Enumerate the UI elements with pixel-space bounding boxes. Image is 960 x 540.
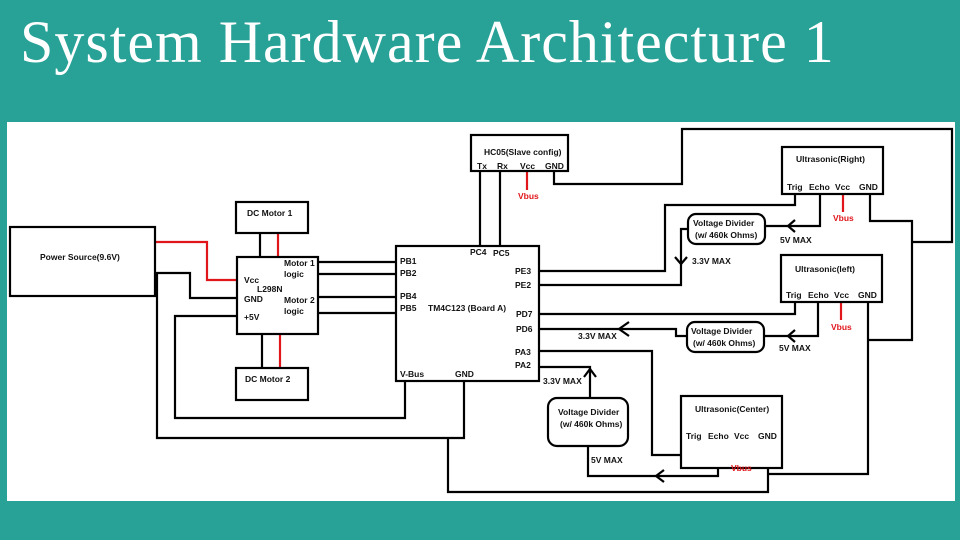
svg-text:logic: logic xyxy=(284,306,304,316)
svg-text:GND: GND xyxy=(858,290,877,300)
svg-text:Vcc: Vcc xyxy=(520,161,535,171)
svg-text:PA2: PA2 xyxy=(515,360,531,370)
svg-text:DC Motor 2: DC Motor 2 xyxy=(245,374,291,384)
svg-text:Ultrasonic(Center): Ultrasonic(Center) xyxy=(695,404,769,414)
svg-text:PB2: PB2 xyxy=(400,268,417,278)
svg-text:Motor 2: Motor 2 xyxy=(284,295,315,305)
svg-text:Echo: Echo xyxy=(808,290,829,300)
left-trig-wire xyxy=(539,302,797,316)
voltage-label: 5V MAX xyxy=(591,455,623,465)
svg-text:logic: logic xyxy=(284,269,304,279)
right-gnd-wire xyxy=(868,194,914,342)
hc05-gnd-wire xyxy=(552,127,954,244)
voltage-divider-left: Voltage Divider (w/ 460k Ohms) xyxy=(685,320,766,354)
vbus-wire xyxy=(173,314,407,420)
arrow-icon xyxy=(786,329,796,343)
slide-title: System Hardware Architecture 1 xyxy=(20,9,835,75)
svg-text:Trig: Trig xyxy=(786,290,802,300)
tm4c123-board: PB1 PB2 PB4 PB5 PC4 PC5 PE3 PE2 PD7 PD6 … xyxy=(394,244,541,383)
power-gnd-wire xyxy=(155,271,237,300)
ground-bus-wire xyxy=(155,273,466,440)
svg-text:(w/ 460k Ohms): (w/ 460k Ohms) xyxy=(693,338,756,348)
svg-text:PB4: PB4 xyxy=(400,291,417,301)
power-source: Power Source(9.6V) xyxy=(8,225,157,298)
svg-text:Vcc: Vcc xyxy=(734,431,749,441)
voltage-label: 3.3V MAX xyxy=(692,256,731,266)
arrow-icon xyxy=(583,367,597,378)
left-gnd-wire xyxy=(768,302,870,476)
svg-text:Vbus: Vbus xyxy=(518,191,539,201)
dc-motor-2: DC Motor 2 xyxy=(234,366,310,402)
l298n-driver: Motor 1 logic Vcc L298N GND Motor 2 logi… xyxy=(235,255,320,336)
svg-text:GND: GND xyxy=(859,182,878,192)
voltage-label: 3.3V MAX xyxy=(578,331,617,341)
ultrasonic-left: Ultrasonic(left) Trig Echo Vcc GND Vbus xyxy=(779,253,884,332)
pe2-wire xyxy=(539,227,688,287)
voltage-label: 3.3V MAX xyxy=(543,376,582,386)
svg-text:(w/ 460k Ohms): (w/ 460k Ohms) xyxy=(560,419,623,429)
right-echo-wire xyxy=(765,194,822,228)
right-trig-wire xyxy=(539,194,797,273)
svg-text:Vbus: Vbus xyxy=(831,322,852,332)
arrow-icon xyxy=(617,321,630,337)
svg-text:HC05(Slave config): HC05(Slave config) xyxy=(484,147,562,157)
voltage-label: 5V MAX xyxy=(780,235,812,245)
svg-text:Power Source(9.6V): Power Source(9.6V) xyxy=(40,252,120,262)
pd6-wire xyxy=(539,327,687,338)
svg-text:Vcc: Vcc xyxy=(244,275,259,285)
svg-text:Vcc: Vcc xyxy=(835,182,850,192)
svg-text:L298N: L298N xyxy=(257,284,283,294)
svg-text:V-Bus: V-Bus xyxy=(400,369,424,379)
svg-text:Ultrasonic(left): Ultrasonic(left) xyxy=(795,264,855,274)
svg-text:PC4: PC4 xyxy=(470,247,487,257)
wires xyxy=(155,127,954,494)
left-echo-wire xyxy=(764,302,820,338)
svg-text:PD7: PD7 xyxy=(516,309,533,319)
svg-text:Vcc: Vcc xyxy=(834,290,849,300)
svg-text:Ultrasonic(Right): Ultrasonic(Right) xyxy=(796,154,865,164)
svg-text:PC5: PC5 xyxy=(493,248,510,258)
svg-text:PD6: PD6 xyxy=(516,324,533,334)
svg-text:GND: GND xyxy=(455,369,474,379)
svg-text:TM4C123 (Board A): TM4C123 (Board A) xyxy=(428,303,506,313)
svg-text:PB5: PB5 xyxy=(400,303,417,313)
svg-text:Vbus: Vbus xyxy=(731,463,752,473)
svg-text:Echo: Echo xyxy=(708,431,729,441)
svg-text:Tx: Tx xyxy=(477,161,487,171)
svg-text:GND: GND xyxy=(545,161,564,171)
svg-text:+5V: +5V xyxy=(244,312,260,322)
svg-text:Voltage Divider: Voltage Divider xyxy=(691,326,753,336)
svg-text:DC Motor 1: DC Motor 1 xyxy=(247,208,293,218)
arrow-icon xyxy=(654,469,665,483)
svg-text:Voltage Divider: Voltage Divider xyxy=(693,218,755,228)
hc05-module: HC05(Slave config) Tx Rx Vcc GND Vbus xyxy=(469,133,570,201)
svg-text:Trig: Trig xyxy=(787,182,803,192)
arrow-icon xyxy=(674,256,688,266)
svg-text:Trig: Trig xyxy=(686,431,702,441)
ultrasonic-right: Ultrasonic(Right) Trig Echo Vcc GND Vbus xyxy=(780,145,885,223)
svg-text:GND: GND xyxy=(758,431,777,441)
power-vcc-wire xyxy=(155,240,237,282)
svg-text:Echo: Echo xyxy=(809,182,830,192)
pa2-wire xyxy=(539,365,592,398)
dc-motor-1: DC Motor 1 xyxy=(234,200,310,235)
ground-bottom-wire xyxy=(446,438,770,494)
svg-text:Vbus: Vbus xyxy=(833,213,854,223)
arrow-icon xyxy=(786,219,796,233)
svg-text:Voltage Divider: Voltage Divider xyxy=(558,407,620,417)
voltage-label: 5V MAX xyxy=(779,343,811,353)
svg-text:PE3: PE3 xyxy=(515,266,531,276)
svg-text:Motor 1: Motor 1 xyxy=(284,258,315,268)
ultrasonic-center: Ultrasonic(Center) Trig Echo Vcc GND Vbu… xyxy=(679,394,784,473)
svg-text:Rx: Rx xyxy=(497,161,508,171)
svg-text:PA3: PA3 xyxy=(515,347,531,357)
svg-text:PE2: PE2 xyxy=(515,280,531,290)
svg-text:GND: GND xyxy=(244,294,263,304)
svg-text:(w/ 460k Ohms): (w/ 460k Ohms) xyxy=(695,230,758,240)
voltage-divider-center: Voltage Divider (w/ 460k Ohms) xyxy=(546,396,630,448)
voltage-divider-right: Voltage Divider (w/ 460k Ohms) xyxy=(686,212,767,246)
svg-text:PB1: PB1 xyxy=(400,256,417,266)
